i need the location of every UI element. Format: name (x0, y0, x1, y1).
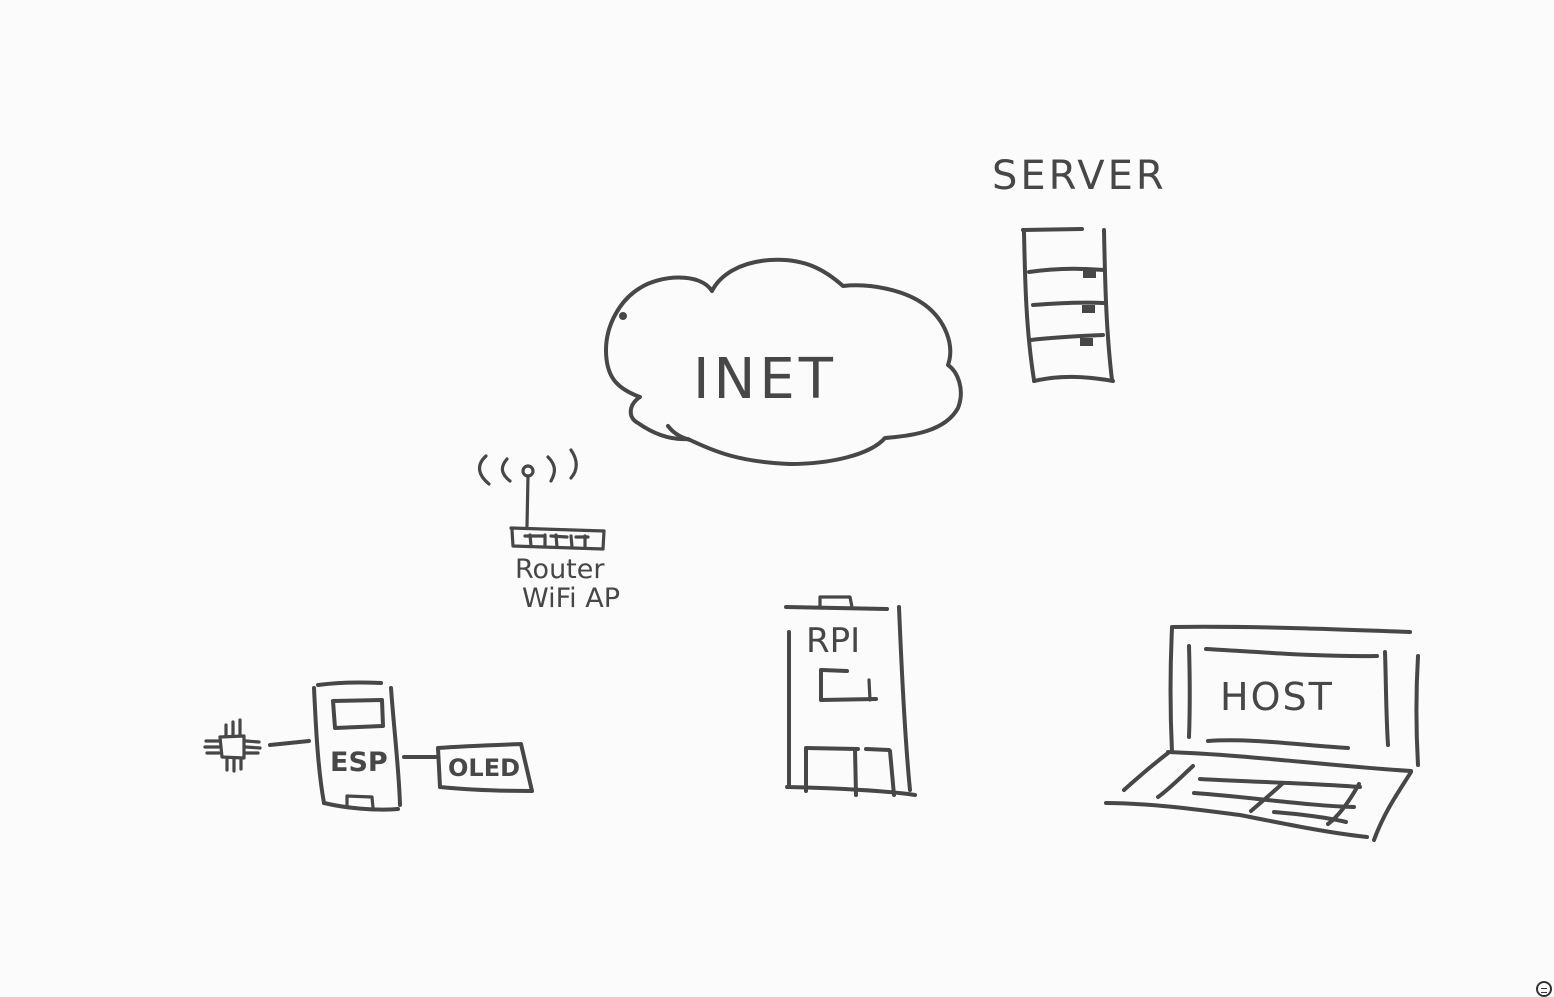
router-label-line1: Router (515, 554, 605, 585)
oled-label: OLED (448, 754, 520, 782)
inet-node: INET (604, 257, 963, 466)
sensor-esp-link (268, 739, 311, 747)
inet-label: INET (693, 347, 837, 412)
microcontroller-board-icon (312, 680, 402, 812)
router-node: Router WiFi AP (478, 448, 620, 614)
host-label: HOST (1220, 675, 1334, 719)
chip-icon (203, 718, 262, 773)
server-label: SERVER (992, 153, 1167, 199)
sensor-node (203, 718, 311, 773)
host-node: HOST (1104, 624, 1420, 842)
rpi-node: RPI (784, 595, 917, 797)
server-rack-icon (1021, 227, 1115, 383)
display-module-icon (436, 742, 534, 793)
esp-node: ESP (312, 680, 438, 812)
app-menu-icon[interactable] (1536, 981, 1552, 997)
oled-node: OLED (436, 742, 534, 793)
raspberry-pi-icon (784, 595, 917, 797)
esp-label: ESP (330, 747, 388, 778)
router-label-line2: WiFi AP (522, 583, 620, 614)
server-node: SERVER (992, 153, 1167, 383)
rpi-label: RPI (806, 621, 860, 661)
cloud-icon (604, 257, 963, 466)
laptop-icon (1104, 624, 1420, 842)
wifi-router-icon (478, 448, 606, 551)
